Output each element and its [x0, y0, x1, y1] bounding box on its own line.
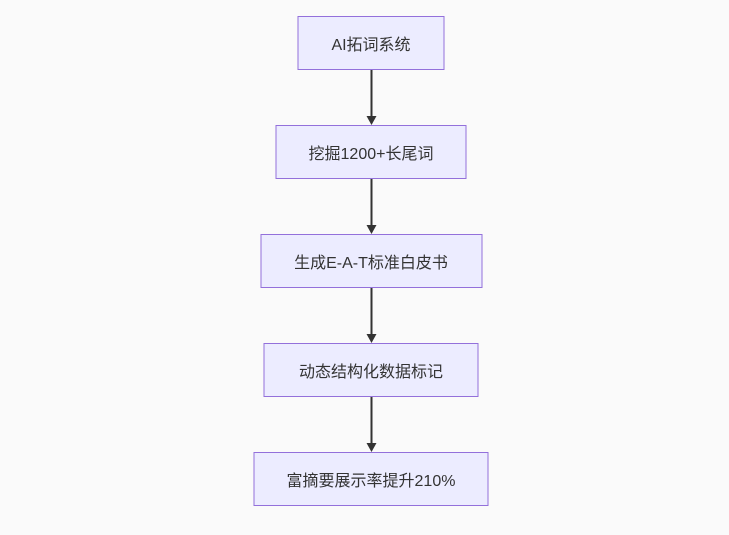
flow-arrow-2 [366, 179, 376, 234]
flow-node-structured-data-markup: 动态结构化数据标记 [263, 343, 479, 397]
flow-node-eat-whitepaper: 生成E-A-T标准白皮书 [260, 234, 482, 288]
arrow-head-icon [366, 116, 376, 125]
flow-node-ai-keyword-system: AI拓词系统 [297, 16, 445, 70]
arrow-shaft [370, 397, 372, 443]
flow-node-label: 挖掘1200+长尾词 [308, 146, 434, 163]
flow-node-label: 动态结构化数据标记 [298, 364, 443, 381]
flow-node-longtail-mining: 挖掘1200+长尾词 [275, 125, 467, 179]
flow-node-label: 生成E-A-T标准白皮书 [294, 255, 448, 272]
flow-node-label: AI拓词系统 [331, 37, 411, 54]
flowchart: AI拓词系统 挖掘1200+长尾词 生成E-A-T标准白皮书 动态结构化数据标记… [253, 16, 489, 506]
arrow-shaft [370, 288, 372, 334]
flow-arrow-1 [366, 70, 376, 125]
flow-arrow-3 [366, 288, 376, 343]
flow-node-rich-snippet-result: 富摘要展示率提升210% [253, 452, 489, 506]
arrow-shaft [370, 70, 372, 116]
arrow-head-icon [366, 334, 376, 343]
arrow-shaft [370, 179, 372, 225]
flow-node-label: 富摘要展示率提升210% [286, 473, 456, 490]
arrow-head-icon [366, 225, 376, 234]
arrow-head-icon [366, 443, 376, 452]
flow-arrow-4 [366, 397, 376, 452]
